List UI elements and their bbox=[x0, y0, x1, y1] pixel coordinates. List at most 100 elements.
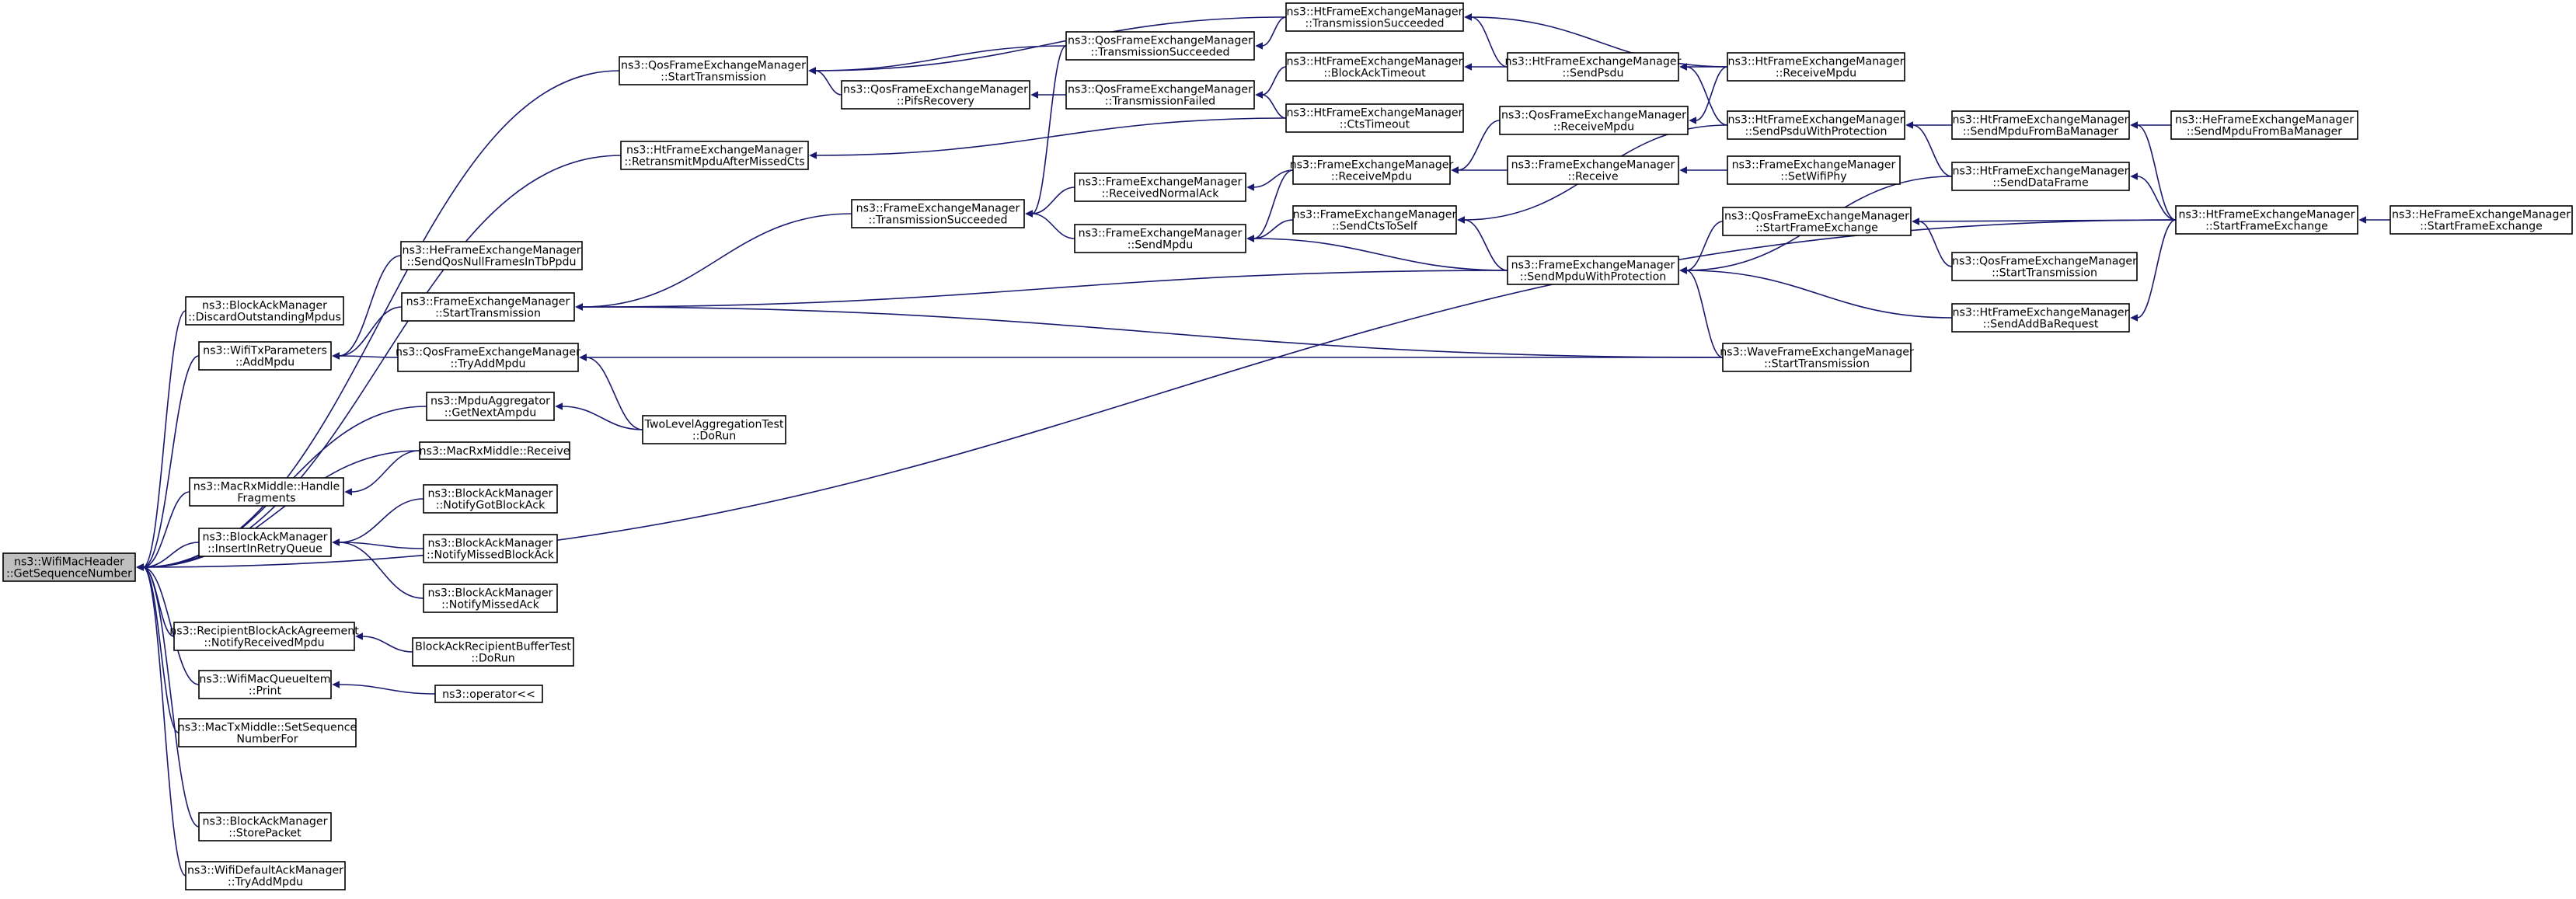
node-box bbox=[1727, 155, 1901, 185]
node-label-line: ns3::HtFrameExchangeManager bbox=[1287, 107, 1463, 120]
graph-node-qfem-pifs[interactable]: ns3::QosFrameExchangeManager::PifsRecove… bbox=[841, 80, 1030, 110]
graph-node-hefem-sendmpdufromba[interactable]: ns3::HeFrameExchangeManager::SendMpduFro… bbox=[2170, 110, 2358, 140]
call-edge-qfem_txsucc-to-fem_txsucc bbox=[1025, 45, 1067, 218]
graph-node-wfem-start[interactable]: ns3::WaveFrameExchangeManager::StartTran… bbox=[1720, 343, 1914, 372]
node-label-line: ::SendMpdu bbox=[1128, 239, 1194, 252]
graph-node-qfem-rxmpdu[interactable]: ns3::QosFrameExchangeManager::ReceiveMpd… bbox=[1499, 106, 1689, 135]
node-label-line: ns3::WifiDefaultAckManager bbox=[187, 865, 343, 877]
graph-node-bam-store[interactable]: ns3::BlockAckManager::StorePacket bbox=[198, 812, 332, 842]
graph-node-bam-discard[interactable]: ns3::BlockAckManager::DiscardOutstanding… bbox=[185, 296, 344, 326]
node-box bbox=[401, 292, 575, 322]
node-label-line: ::PifsRecovery bbox=[897, 96, 974, 108]
graph-node-fem-start[interactable]: ns3::FrameExchangeManager::StartTransmis… bbox=[401, 292, 575, 322]
graph-node-bam-insert[interactable]: ns3::BlockAckManager::InsertInRetryQueue bbox=[198, 528, 332, 557]
graph-node-qfem-txsucc[interactable]: ns3::QosFrameExchangeManager::Transmissi… bbox=[1065, 31, 1255, 61]
node-label-line: ::ReceiveMpdu bbox=[1553, 121, 1634, 134]
graph-node-hefem-qos[interactable]: ns3::HeFrameExchangeManager::SendQosNull… bbox=[400, 241, 583, 270]
node-label-line: ns3::WaveFrameExchangeManager bbox=[1720, 347, 1914, 359]
node-box bbox=[1285, 52, 1464, 82]
node-label-line: ns3::WifiMacQueueItem bbox=[199, 674, 330, 686]
graph-node-barbt-run[interactable]: BlockAckRecipientBufferTest::DoRun bbox=[412, 637, 574, 667]
graph-node-root[interactable]: ns3::WifiMacHeader::GetSequenceNumber bbox=[2, 552, 136, 582]
node-box bbox=[178, 718, 357, 747]
node-label-line: ::StartFrameExchange bbox=[1755, 222, 1878, 235]
node-label-line: ::StartTransmission bbox=[435, 308, 541, 320]
node-box bbox=[423, 584, 558, 613]
call-edge-htfem_batimeout-to-qfem_txfail bbox=[1255, 66, 1287, 99]
graph-node-rba-notify[interactable]: ns3::RecipientBlockAckAgreement::NotifyR… bbox=[169, 622, 359, 651]
node-box bbox=[2175, 205, 2358, 235]
call-edge-tlat_run-to-agg_next bbox=[555, 402, 643, 430]
node-label-line: NumberFor bbox=[236, 733, 298, 746]
node-label-line: ns3::FrameExchangeManager bbox=[856, 203, 1020, 215]
graph-node-fem-rxmpdu[interactable]: ns3::FrameExchangeManager::ReceiveMpdu bbox=[1290, 155, 1454, 185]
node-box bbox=[2, 552, 136, 582]
graph-node-qfem-try[interactable]: ns3::QosFrameExchangeManager::TryAddMpdu bbox=[396, 343, 580, 372]
node-label-line: ::TransmissionSucceeded bbox=[868, 214, 1007, 227]
graph-node-qfem-start2[interactable]: ns3::QosFrameExchangeManager::StartTrans… bbox=[1951, 252, 2138, 281]
graph-node-fem-receive[interactable]: ns3::FrameExchangeManager::Receive bbox=[1507, 155, 1679, 185]
node-box bbox=[1292, 205, 1457, 235]
node-label-line: ns3::HtFrameExchangeManager bbox=[2179, 209, 2355, 221]
graph-node-htfem-senddata[interactable]: ns3::HtFrameExchangeManager::SendDataFra… bbox=[1951, 162, 2130, 191]
call-edge-fem_sendmpdu_prot-to-fem_ctstoself bbox=[1457, 216, 1508, 271]
call-edge-htfem_txsucc-to-qfem_start bbox=[808, 16, 1287, 75]
graph-node-htfem-sendmpdufromba[interactable]: ns3::HtFrameExchangeManager::SendMpduFro… bbox=[1951, 110, 2130, 140]
graph-node-htfem-rxmpdu[interactable]: ns3::HtFrameExchangeManager::ReceiveMpdu bbox=[1727, 52, 1905, 82]
node-box bbox=[2390, 205, 2573, 235]
call-edge-htfem_sendaddba-to-fem_sendmpdu_prot bbox=[1679, 267, 1953, 319]
graph-node-fem-sendmpdu-prot[interactable]: ns3::FrameExchangeManager::SendMpduWithP… bbox=[1507, 256, 1679, 285]
node-box bbox=[1507, 52, 1679, 82]
call-edge-wmqi_print-to-root bbox=[136, 563, 200, 685]
node-label-line: ns3::FrameExchangeManager bbox=[1079, 228, 1243, 240]
graph-node-bam-gotba[interactable]: ns3::BlockAckManager::NotifyGotBlockAck bbox=[423, 484, 558, 514]
call-edge-htfem_startfe-to-htfem_senddata bbox=[2130, 172, 2177, 221]
graph-node-wmqi-print[interactable]: ns3::WifiMacQueueItem::Print bbox=[198, 670, 332, 699]
graph-node-fem-ctstoself[interactable]: ns3::FrameExchangeManager::SendCtsToSelf bbox=[1292, 205, 1457, 235]
graph-node-htfem-ctstimeout[interactable]: ns3::HtFrameExchangeManager::CtsTimeout bbox=[1285, 103, 1464, 133]
graph-node-agg-next[interactable]: ns3::MpduAggregator::GetNextAmpdu bbox=[426, 392, 555, 421]
node-label-line: ::SendPsdu bbox=[1563, 68, 1624, 80]
node-box bbox=[1951, 162, 2130, 191]
node-box bbox=[1074, 172, 1246, 202]
graph-node-fem-sendmpdu[interactable]: ns3::FrameExchangeManager::SendMpdu bbox=[1074, 224, 1246, 253]
graph-node-qfem-startfe[interactable]: ns3::QosFrameExchangeManager::StartFrame… bbox=[1722, 207, 1912, 236]
node-label-line: Fragments bbox=[237, 493, 295, 505]
node-label-line: ::NotifyMissedBlockAck bbox=[427, 549, 555, 562]
node-label-line: ns3::QosFrameExchangeManager bbox=[621, 60, 806, 72]
graph-node-htfem-txsucc[interactable]: ns3::HtFrameExchangeManager::Transmissio… bbox=[1285, 2, 1464, 32]
graph-node-htfem-sendpsdu[interactable]: ns3::HtFrameExchangeManager::SendPsdu bbox=[1505, 52, 1682, 82]
graph-node-fem-txsucc[interactable]: ns3::FrameExchangeManager::TransmissionS… bbox=[851, 199, 1025, 228]
graph-node-fem-rxnormack[interactable]: ns3::FrameExchangeManager::ReceivedNorma… bbox=[1074, 172, 1246, 202]
node-label-line: ::GetNextAmpdu bbox=[444, 407, 536, 420]
graph-node-htfem-batimeout[interactable]: ns3::HtFrameExchangeManager::BlockAckTim… bbox=[1285, 52, 1464, 82]
graph-node-htfem-sendaddba[interactable]: ns3::HtFrameExchangeManager::SendAddBaRe… bbox=[1951, 303, 2130, 333]
graph-node-hefem-startfe[interactable]: ns3::HeFrameExchangeManager::StartFrameE… bbox=[2390, 205, 2573, 235]
node-label-line: ::SetWifiPhy bbox=[1780, 171, 1846, 183]
graph-node-qfem-start[interactable]: ns3::QosFrameExchangeManager::StartTrans… bbox=[619, 56, 808, 85]
node-box bbox=[1507, 155, 1679, 185]
node-label-line: ::SendQosNullFramesInTbPpdu bbox=[406, 256, 576, 269]
node-label-line: ::ReceiveMpdu bbox=[1776, 68, 1856, 80]
node-label-line: ns3::operator<< bbox=[442, 688, 535, 701]
node-box bbox=[851, 199, 1025, 228]
graph-node-wdam-try[interactable]: ns3::WifiDefaultAckManager::TryAddMpdu bbox=[185, 861, 346, 890]
graph-node-op-out[interactable]: ns3::operator<< bbox=[434, 685, 543, 703]
graph-node-htfem-sendpsdu-prot[interactable]: ns3::HtFrameExchangeManager::SendPsduWit… bbox=[1727, 110, 1905, 140]
graph-node-tlat-run[interactable]: TwoLevelAggregationTest::DoRun bbox=[642, 415, 786, 444]
graph-node-htfem-startfe[interactable]: ns3::HtFrameExchangeManager::StartFrameE… bbox=[2175, 205, 2358, 235]
node-box bbox=[423, 484, 558, 514]
graph-node-rx-receive[interactable]: ns3::MacRxMiddle::Receive bbox=[419, 441, 570, 460]
graph-node-bam-missedack[interactable]: ns3::BlockAckManager::NotifyMissedAck bbox=[423, 584, 558, 613]
node-box bbox=[1065, 80, 1255, 110]
node-label-line: ns3::BlockAckManager bbox=[427, 538, 552, 550]
graph-node-bam-missedba[interactable]: ns3::BlockAckManager::NotifyMissedBlockA… bbox=[423, 534, 558, 563]
graph-node-fem-setphy[interactable]: ns3::FrameExchangeManager::SetWifiPhy bbox=[1727, 155, 1901, 185]
graph-node-qfem-txfail[interactable]: ns3::QosFrameExchangeManager::Transmissi… bbox=[1065, 80, 1255, 110]
call-edge-fem_sendmpdu-to-fem_txsucc bbox=[1025, 210, 1075, 239]
graph-node-wtx-add[interactable]: ns3::WifiTxParameters::AddMpdu bbox=[198, 341, 332, 371]
node-label-line: ::TryAddMpdu bbox=[450, 358, 525, 371]
graph-node-htfem-retx[interactable]: ns3::HtFrameExchangeManager::RetransmitM… bbox=[620, 141, 809, 170]
